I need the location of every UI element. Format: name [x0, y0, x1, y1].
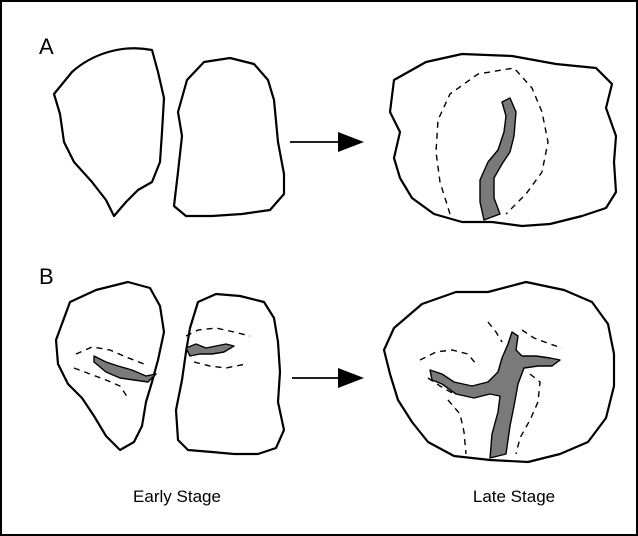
panel-b-late-fragment [384, 282, 614, 462]
early-stage-label: Early Stage [97, 488, 257, 505]
panel-label-b: B [39, 266, 54, 288]
panel-a-early-fragment-left [54, 48, 164, 216]
panel-label-a: A [39, 36, 54, 58]
panel-b-arrow [292, 368, 364, 388]
panel-a-late-fragment [390, 54, 616, 226]
panel-b-early-fragment-left [56, 282, 164, 450]
late-stage-label: Late Stage [434, 488, 594, 505]
panel-a-early-fragment-right [174, 58, 284, 216]
panel-b-early-fragment-right [176, 294, 284, 454]
panel-a-arrow [290, 132, 364, 152]
